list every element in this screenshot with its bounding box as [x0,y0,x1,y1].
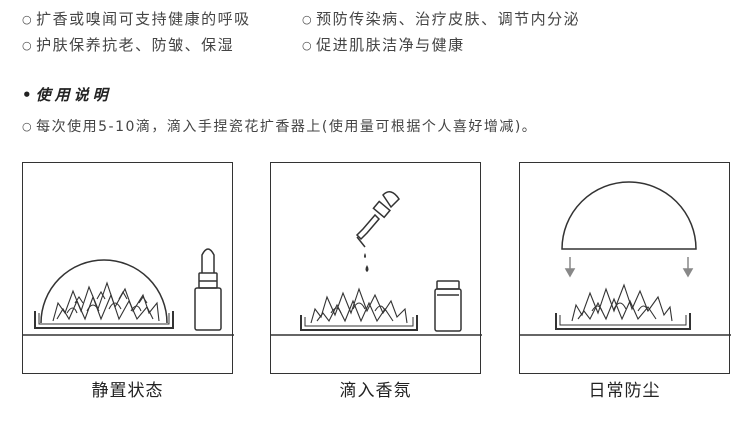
panel-dropping [270,162,482,374]
usage-instruction-text: 每次使用5-10滴，滴入手捏瓷花扩香器上(使用量可根据个人喜好增减)。 [36,119,538,135]
circle-bullet-icon: ○ [22,39,34,52]
circle-bullet-icon: ○ [22,13,34,26]
feature-text: 扩香或嗅闻可支持健康的呼吸 [36,10,251,28]
circle-bullet-icon: ○ [302,39,314,52]
circle-bullet-icon: ○ [22,120,34,133]
panel-caption-dustproof: 日常防尘 [588,381,661,401]
feature-item-1: ○扩香或嗅闻可支持健康的呼吸 [22,8,251,29]
panel-caption-dropping: 滴入香氛 [339,381,412,401]
feature-text: 促进肌肤洁净与健康 [316,36,465,54]
feature-text: 护肤保养抗老、防皱、保湿 [36,36,235,54]
dome-lowering-onto-diffuser-icon [520,181,731,336]
panel-resting [22,162,234,374]
dropper-and-diffuser-with-bottle-icon [271,191,482,336]
dome-covered-diffuser-with-bottle-icon [23,248,234,336]
usage-instruction: ○每次使用5-10滴，滴入手捏瓷花扩香器上(使用量可根据个人喜好增减)。 [22,116,537,136]
feature-text: 预防传染病、治疗皮肤、调节内分泌 [316,10,581,28]
feature-item-2: ○预防传染病、治疗皮肤、调节内分泌 [302,8,580,29]
circle-bullet-icon: ○ [302,13,314,26]
feature-item-3: ○护肤保养抗老、防皱、保湿 [22,34,234,55]
panel-caption-resting: 静置状态 [91,381,164,401]
panel-dustproof [519,162,731,374]
usage-heading: •使用说明 [22,86,112,104]
feature-item-4: ○促进肌肤洁净与健康 [302,34,465,55]
